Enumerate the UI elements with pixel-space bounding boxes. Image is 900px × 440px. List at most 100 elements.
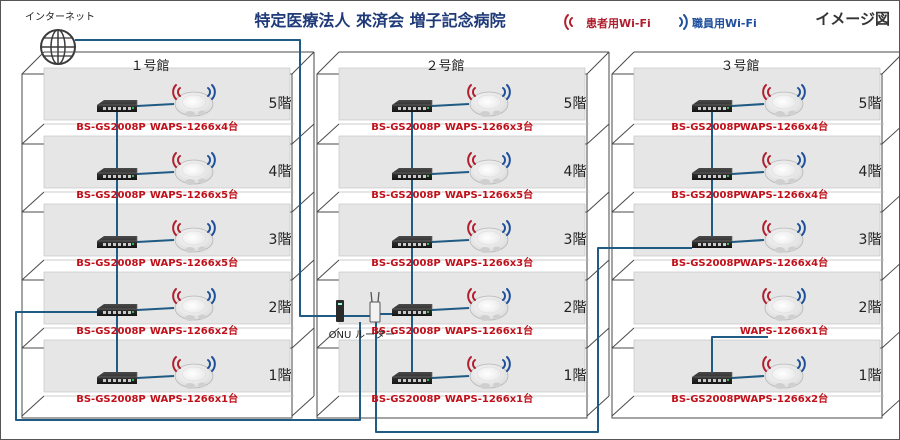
staff-wifi-icon xyxy=(502,356,511,372)
patient-wifi-icon xyxy=(762,84,771,100)
network-cable xyxy=(731,239,765,243)
switch-label: BS-GS2008P xyxy=(671,190,741,201)
switch-icon xyxy=(392,236,433,248)
patient-wifi-icon xyxy=(467,288,476,304)
router-icon xyxy=(369,291,381,323)
network-cable xyxy=(75,39,336,317)
building-2-floor-5-devices: BS-GS2008P WAPS-1266x3台 xyxy=(371,84,533,133)
access-point-icon xyxy=(467,356,511,389)
building-name: １号館 xyxy=(130,59,169,74)
patient-wifi-icon xyxy=(467,220,476,236)
floor-label: 4階 xyxy=(859,164,882,180)
onu-device: ONU xyxy=(329,300,352,341)
access-point-label: WAPS-1266x1台 xyxy=(150,392,238,405)
floor-3階: 3階 xyxy=(21,203,315,281)
floor-label: 3階 xyxy=(859,232,882,248)
access-point-label: WAPS-1266x5台 xyxy=(150,256,238,269)
floor-label: 3階 xyxy=(564,232,587,248)
switch-icon xyxy=(97,168,138,180)
patient-wifi-icon xyxy=(172,220,181,236)
onu-label: ONU xyxy=(329,330,352,341)
staff-wifi-icon xyxy=(207,84,216,100)
access-point-label: WAPS-1266x5台 xyxy=(445,188,533,201)
switch-label: BS-GS2008P xyxy=(371,122,441,133)
access-point-label: WAPS-1266x3台 xyxy=(445,256,533,269)
building-2-floor-3-devices: BS-GS2008P WAPS-1266x3台 xyxy=(371,220,533,269)
switch-icon xyxy=(97,304,138,316)
patient-wifi-icon xyxy=(762,152,771,168)
building-1-floor-4-devices: BS-GS2008P WAPS-1266x5台 xyxy=(76,152,238,201)
diagram-title: 特定医療法人 來済会 増子記念病院 xyxy=(254,11,505,30)
access-point-icon xyxy=(467,288,511,321)
switch-icon xyxy=(392,304,433,316)
access-point-label: WAPS-1266x1台 xyxy=(740,324,828,337)
switch-label: BS-GS2008P xyxy=(371,394,441,405)
access-point-icon xyxy=(172,84,216,117)
legend-patient: 患者用Wi-Fi xyxy=(564,14,651,30)
switch-label: BS-GS2008P xyxy=(671,258,741,269)
switch-label: BS-GS2008P xyxy=(371,190,441,201)
access-point-label: WAPS-1266x5台 xyxy=(150,188,238,201)
patient-wifi-icon xyxy=(762,288,771,304)
switch-label: BS-GS2008P xyxy=(76,122,146,133)
floor-4階: 4階 xyxy=(316,135,610,213)
floor-5階: 5階 xyxy=(21,67,315,145)
image-note: イメージ図 xyxy=(815,10,890,28)
staff-wifi-icon xyxy=(502,220,511,236)
network-cable xyxy=(731,171,765,175)
network-cable xyxy=(711,336,768,380)
access-point-icon xyxy=(172,220,216,253)
switch-label: BS-GS2008P xyxy=(76,258,146,269)
switch-icon xyxy=(692,100,733,112)
floor-2階: 2階 xyxy=(611,271,900,349)
staff-wifi-icon xyxy=(797,288,806,304)
floor-1階: 1階 xyxy=(21,339,315,417)
patient-wifi-icon xyxy=(467,84,476,100)
floor-label: 4階 xyxy=(564,164,587,180)
patient-wifi-icon xyxy=(467,356,476,372)
floor-5階: 5階 xyxy=(316,67,610,145)
floor-label: 1階 xyxy=(564,368,587,384)
access-point-icon xyxy=(762,288,806,321)
access-point-label: WAPS-1266x4台 xyxy=(740,188,828,201)
staff-wifi-icon xyxy=(797,84,806,100)
network-cable xyxy=(136,171,175,175)
access-point-label: WAPS-1266x2台 xyxy=(740,392,828,405)
switch-icon xyxy=(392,100,433,112)
access-point-label: WAPS-1266x4台 xyxy=(740,256,828,269)
switch-label: BS-GS2008P xyxy=(371,258,441,269)
legend-staff: 職員用Wi-Fi xyxy=(679,14,757,30)
access-point-icon xyxy=(172,152,216,185)
switch-icon xyxy=(692,236,733,248)
network-cable xyxy=(15,311,361,421)
staff-wifi-icon xyxy=(207,152,216,168)
legend-staff-label: 職員用Wi-Fi xyxy=(692,16,757,30)
floor-4階: 4階 xyxy=(21,135,315,213)
staff-wifi-icon xyxy=(207,288,216,304)
internet-node: インターネット xyxy=(25,11,95,65)
legend-patient-label: 患者用Wi-Fi xyxy=(586,16,651,30)
staff-wifi-icon xyxy=(502,84,511,100)
network-cable xyxy=(136,375,175,379)
floor-label: 5階 xyxy=(859,96,882,112)
switch-icon xyxy=(97,236,138,248)
switch-label: BS-GS2008P xyxy=(671,394,741,405)
access-point-icon xyxy=(172,356,216,389)
floor-1階: 1階 xyxy=(316,339,610,417)
switch-label: BS-GS2008P xyxy=(76,190,146,201)
network-cable xyxy=(431,375,470,379)
access-point-label: WAPS-1266x3台 xyxy=(445,120,533,133)
floor-label: 5階 xyxy=(564,96,587,112)
onu-icon xyxy=(336,300,344,322)
floor-label: 2階 xyxy=(859,300,882,316)
patient-wifi-icon xyxy=(172,84,181,100)
staff-wifi-icon xyxy=(502,288,511,304)
access-point-icon xyxy=(467,84,511,117)
router-device: ルーター xyxy=(355,291,395,341)
